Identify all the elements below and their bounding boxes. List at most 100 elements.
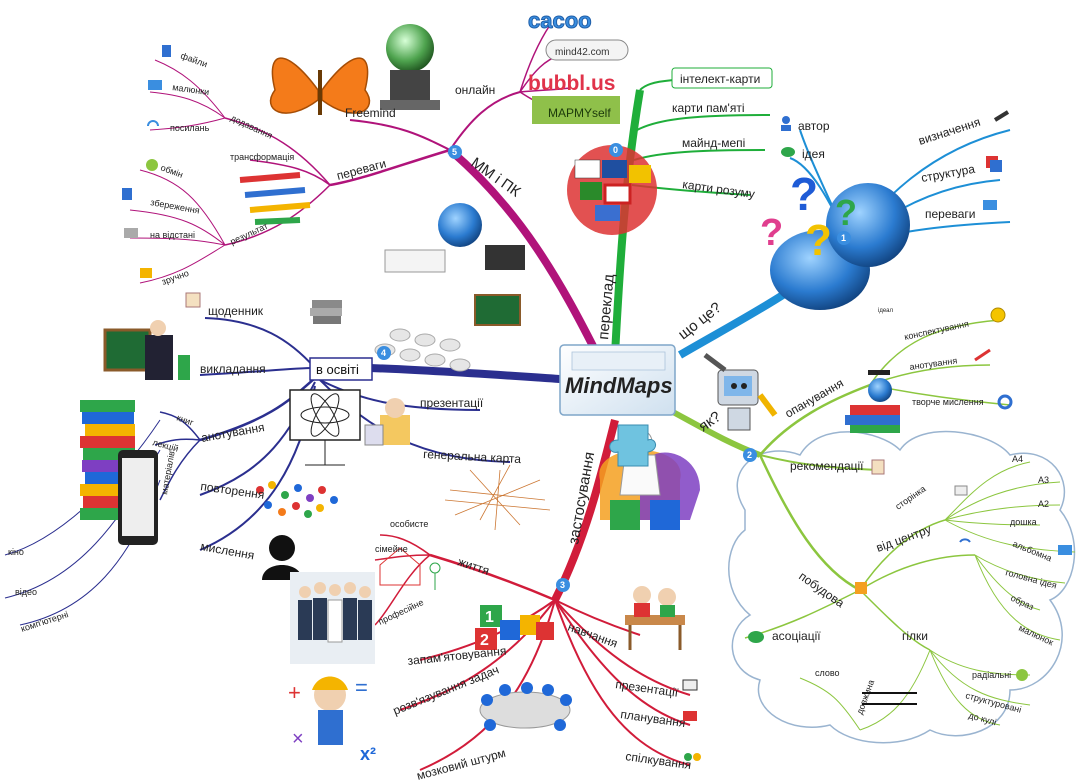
education-anotuvannya-item-1: книг — [175, 412, 195, 428]
colorful-dots-illustration — [256, 481, 338, 518]
svg-text:×: × — [292, 728, 304, 750]
remote-icon — [124, 228, 138, 238]
pen-icon — [974, 348, 991, 362]
question-globe-illustration: ? ? ? ? — [760, 168, 910, 310]
svg-text:4: 4 — [381, 348, 386, 358]
books-tablet-illustration — [80, 400, 158, 545]
center-title: MindMaps — [565, 373, 673, 398]
education-media-2: відео — [15, 587, 37, 597]
length-lines-icon — [862, 692, 917, 705]
how-gilky-label: гілки — [902, 629, 928, 643]
usage-item-5: презентації — [615, 677, 680, 700]
diary-icon — [185, 292, 201, 308]
education-item-6: мислення — [199, 539, 255, 562]
education-media-3: комп'ютерні — [20, 609, 70, 634]
pc-result-item-3: на відстані — [150, 230, 195, 240]
thumbs-up-icon — [140, 268, 152, 278]
chalkboard-teacher-illustration — [103, 320, 190, 380]
what-is-right-3: переваги — [925, 207, 976, 221]
kids-desk-illustration — [625, 586, 685, 650]
how-storinka-item-2: А3 — [1038, 475, 1049, 485]
butterfly-logo-illustration — [269, 57, 371, 115]
svg-text:?: ? — [760, 212, 783, 254]
pc-dodavannya-item-1: файли — [179, 50, 208, 69]
how-slovo: слово — [815, 668, 840, 678]
education-item-2: викладання — [200, 362, 266, 376]
pc-freemind-label: Freemind — [345, 106, 396, 120]
svg-text:=: = — [355, 675, 368, 700]
bubblus-logo[interactable]: bubbl.us — [528, 72, 616, 95]
people-group-illustration — [290, 572, 375, 664]
file-icon — [162, 45, 171, 57]
svg-text:?: ? — [805, 216, 832, 265]
image-icon — [148, 80, 162, 90]
gear-icon — [997, 394, 1013, 410]
education-media-1: кіно — [8, 547, 24, 557]
spiral-arrows-illustration — [239, 172, 311, 225]
presentation-icon — [682, 679, 698, 691]
number-badges: 0 1 2 3 4 5 — [377, 143, 851, 592]
smiley-icon — [990, 307, 1006, 323]
flags-globe-illustration — [567, 145, 657, 235]
pc-online-label: онлайн — [455, 83, 495, 97]
general-map-illustration — [444, 464, 551, 531]
svg-text:1: 1 — [485, 609, 494, 626]
svg-text:0: 0 — [613, 145, 618, 155]
save-icon — [122, 188, 132, 200]
education-item-4: генеральна карта — [423, 447, 522, 466]
education-node[interactable]: в освіті — [309, 357, 373, 381]
cloud-shape — [728, 430, 1076, 744]
translation-item-2: карти пам'яті — [672, 101, 745, 115]
usage-zhyttya-item-3: професійне — [377, 597, 425, 627]
science-easel-illustration — [289, 389, 361, 466]
usage-item-6: планування — [620, 707, 687, 730]
person-icon — [781, 116, 791, 131]
education-item-5: повторення — [200, 479, 266, 502]
people-icon — [684, 753, 701, 761]
mapmyself-logo[interactable]: MAPMYself — [532, 96, 620, 124]
math-kid-illustration: + = × x² — [288, 675, 376, 764]
branch-how-label: як? — [696, 408, 725, 435]
usage-zhyttya-label: життя — [456, 555, 491, 578]
cacoo-logo[interactable]: cacoo — [528, 8, 593, 34]
svg-text:2: 2 — [747, 450, 752, 460]
how-associations: асоціації — [772, 629, 821, 643]
translation-item-4: карти розуму — [682, 177, 756, 201]
globe-laptop-illustration — [384, 203, 525, 273]
advantages-icon — [983, 200, 997, 210]
briefcase-icon — [683, 711, 697, 721]
books-stack-top-illustration — [310, 300, 342, 324]
how-opanuvannya-item-1: конспектування — [903, 318, 969, 341]
how-recommend: рекомендації — [790, 459, 864, 473]
pc-dodavannya-label: додавання — [229, 113, 274, 141]
mind42-logo[interactable]: mind42.com — [545, 39, 629, 61]
svg-text:x²: x² — [360, 744, 376, 764]
map-icon — [855, 582, 867, 594]
pc-result-item-1: обмін — [159, 162, 184, 179]
branch-education-label: в освіті — [316, 362, 359, 377]
branch-translation-label: переклад — [595, 273, 618, 340]
how-opanuvannya-item-3: творче мислення — [912, 397, 984, 407]
svg-text:cacoo: cacoo — [528, 8, 592, 33]
pc-result-item-2: збереження — [150, 197, 201, 216]
pc-transform-label: трансформація — [230, 152, 294, 162]
how-storinka-item-1: А4 — [1012, 454, 1023, 464]
education-item-3: презентації — [420, 396, 484, 410]
what-is-left-2: ідея — [802, 147, 825, 161]
meeting-table-illustration — [479, 682, 572, 731]
structure-icon — [986, 156, 1002, 172]
translation-item-1: інтелект-карти — [680, 72, 760, 86]
window-icon — [954, 485, 968, 496]
number-cubes-illustration: 1 2 — [475, 605, 554, 650]
exchange-icon — [146, 159, 158, 171]
how-storinka-item-4: дошка — [1010, 517, 1037, 527]
center-node[interactable]: MindMaps — [559, 344, 676, 416]
svg-text:1: 1 — [841, 233, 846, 243]
wifi-icon — [959, 538, 971, 543]
svg-text:bubbl.us: bubbl.us — [528, 72, 616, 95]
svg-text:2: 2 — [480, 632, 489, 649]
pc-perevagy-label: переваги — [335, 156, 387, 183]
translation-item-1-node[interactable]: інтелект-карти — [671, 67, 773, 89]
